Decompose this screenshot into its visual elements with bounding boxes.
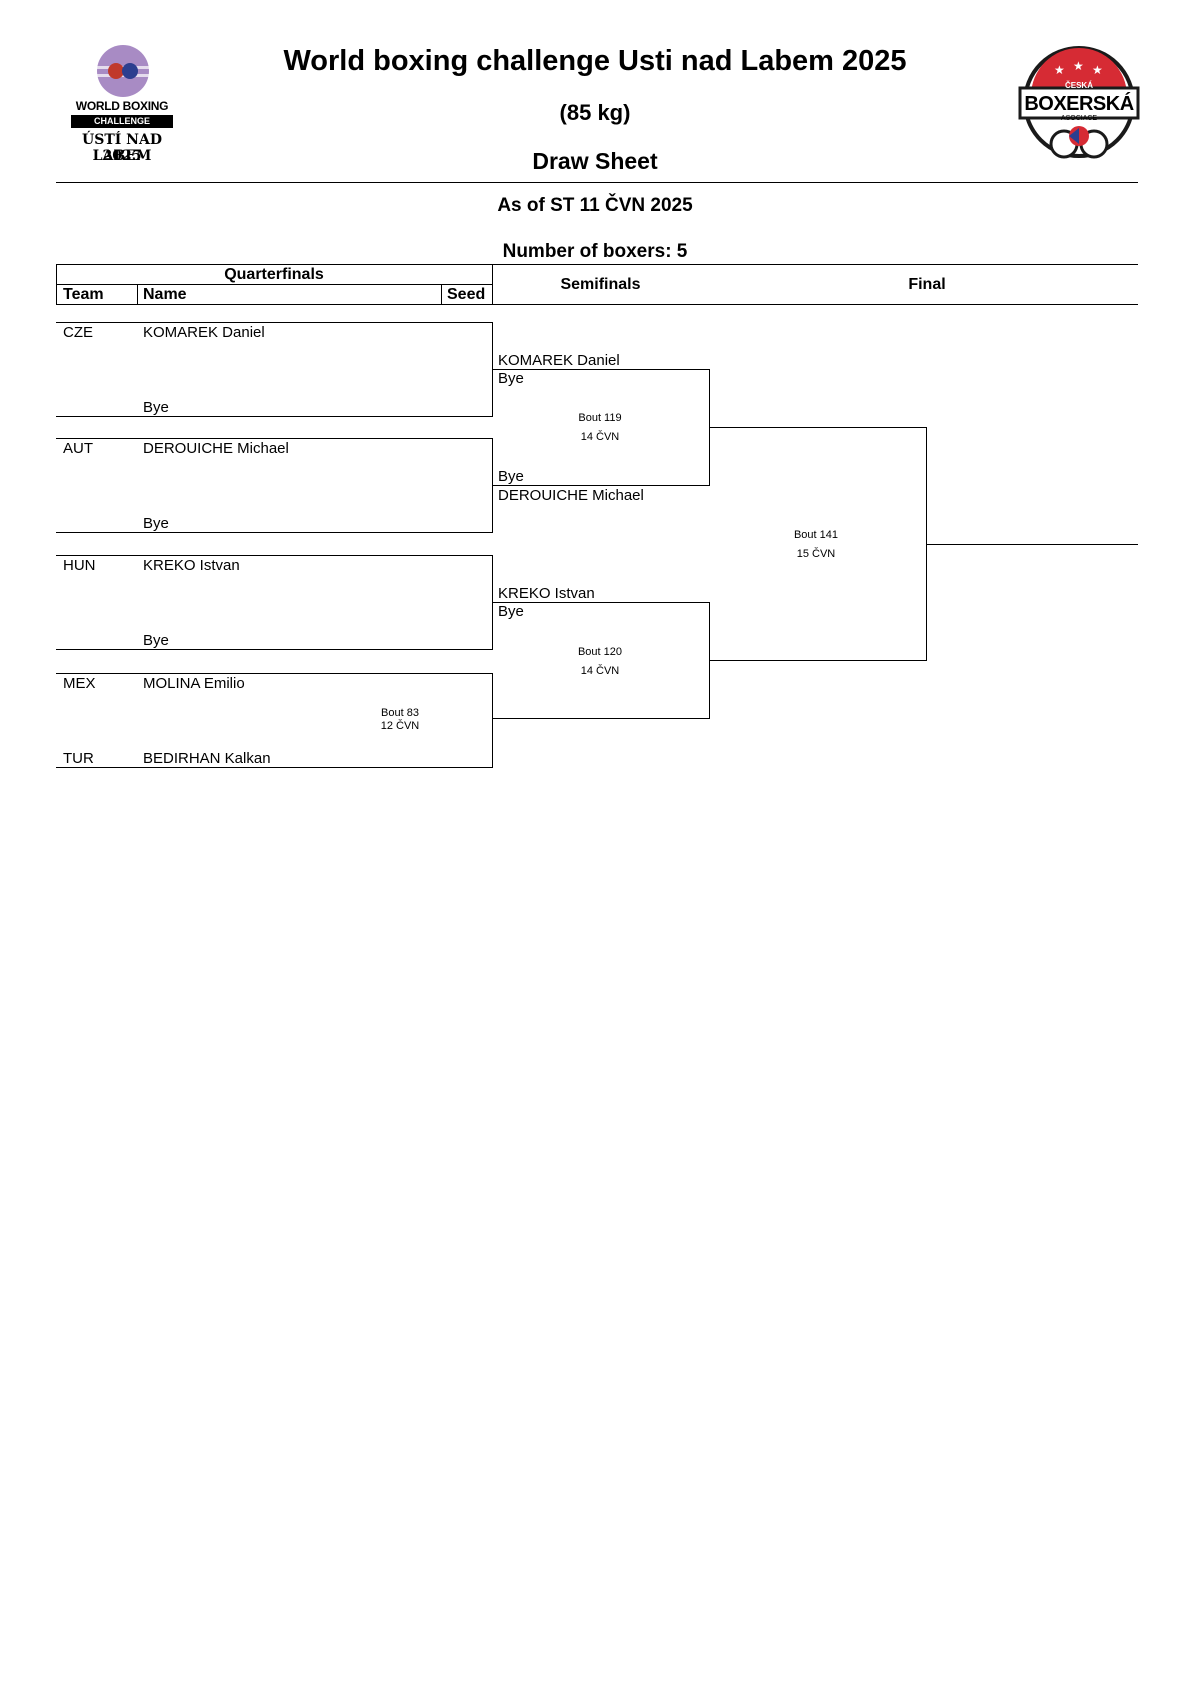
as-of-date: As of ST 11 ČVN 2025 (497, 195, 693, 216)
qf4-bout: Bout 83 (381, 707, 419, 719)
quarterfinals-header: Quarterfinals (224, 266, 324, 283)
qf4-opponent: BEDIRHAN Kalkan (143, 750, 271, 767)
logo-bottom-text: ASOCIACE (1060, 115, 1098, 122)
name-header: Name (143, 286, 187, 303)
svg-text:★: ★ (1092, 63, 1103, 77)
seed-header: Seed (447, 286, 486, 303)
final-bout: Bout 141 (793, 529, 839, 541)
semifinals-header: Semifinals (560, 276, 641, 293)
logo-line-2: CHALLENGE (71, 115, 173, 128)
sheet-title: Draw Sheet (532, 148, 658, 174)
sf2-top-name: KREKO Istvan (498, 585, 595, 602)
logo-line-4: 2025 (102, 148, 142, 164)
sf2-top-sub: Bye (498, 603, 524, 620)
qf2-name: DEROUICHE Michael (143, 440, 289, 457)
sf1-top-name: KOMAREK Daniel (498, 352, 620, 369)
sf2-date: 14 ČVN (580, 665, 620, 677)
boxer-count: Number of boxers: 5 (502, 241, 688, 262)
logo-line-1: WORLD BOXING (75, 99, 169, 113)
logo-line-3: ÚSTÍ NAD LABEM (82, 132, 162, 164)
logo-main-text: BOXERSKÁ (1024, 93, 1134, 115)
sf1-bottom-sub: Bye (498, 468, 524, 485)
page-title: World boxing challenge Usti nad Labem 20… (283, 45, 907, 77)
sf1-top-sub: Bye (498, 370, 524, 387)
final-date: 15 ČVN (796, 548, 836, 560)
qf1-opponent: Bye (143, 399, 169, 416)
sf1-bottom-name: DEROUICHE Michael (498, 487, 644, 504)
weight-class: (85 kg) (559, 100, 631, 125)
sf1-date: 14 ČVN (580, 431, 620, 443)
header-divider (56, 182, 1138, 183)
boxing-gloves-emblem-icon (97, 45, 149, 97)
qf1-team: CZE (63, 324, 93, 341)
qf3-opponent: Bye (143, 632, 169, 649)
qf3-name: KREKO Istvan (143, 557, 240, 574)
qf4-opponent-team: TUR (63, 750, 94, 767)
qf4-date: 12 ČVN (380, 720, 420, 732)
logo-top-text: ČESKÁ (1064, 81, 1093, 90)
qf1-name: KOMAREK Daniel (143, 324, 265, 341)
svg-text:★: ★ (1073, 59, 1084, 73)
sf1-bout: Bout 119 (578, 412, 622, 424)
sf2-bout: Bout 120 (577, 646, 623, 658)
final-header: Final (908, 276, 946, 293)
qf2-opponent: Bye (143, 515, 169, 532)
ceska-boxerska-asociace-logo: ★ ★ ★ ČESKÁ BOXERSKÁ ASOCIACE (1018, 44, 1140, 168)
qf3-team: HUN (63, 557, 96, 574)
world-boxing-challenge-logo: WORLD BOXING CHALLENGE ÚSTÍ NAD LABEM 20… (56, 44, 188, 168)
federation-badge-icon: ★ ★ ★ (1018, 46, 1140, 159)
qf4-team: MEX (63, 675, 96, 692)
qf4-name: MOLINA Emilio (143, 675, 245, 692)
svg-text:★: ★ (1054, 63, 1065, 77)
qf2-team: AUT (63, 440, 93, 457)
team-header: Team (63, 286, 104, 303)
